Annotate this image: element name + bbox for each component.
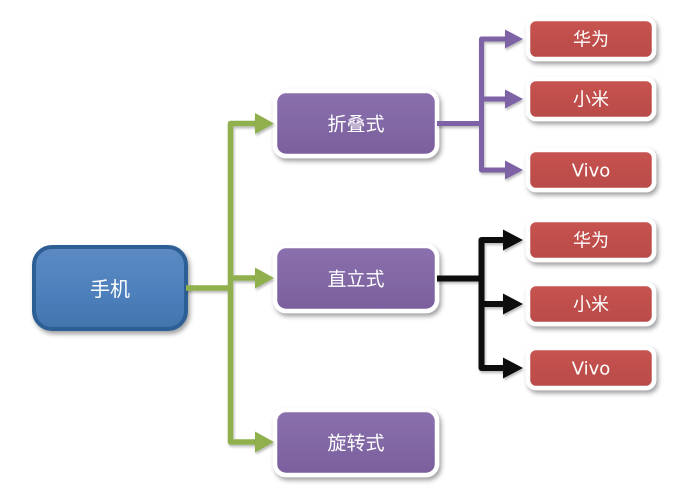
node-foldable-vivo-box <box>525 147 657 193</box>
green-arrowhead-to-foldable <box>255 113 274 134</box>
node-upright-xiaomi-box <box>525 281 657 327</box>
node-rotary-label: 旋转式 <box>327 433 384 455</box>
node-phone-label: 手机 <box>90 277 130 301</box>
connector-root-to-branches <box>186 120 257 445</box>
node-foldable-huawei-box <box>525 16 657 62</box>
node-upright-huawei-label: 华为 <box>573 231 609 252</box>
black-arrowhead-to-xiaomi <box>503 293 523 315</box>
green-arrowhead-to-rotary <box>255 431 274 453</box>
branch-boxes-group <box>272 88 440 478</box>
purple-arrowhead-to-xiaomi <box>505 89 523 109</box>
connector-foldable-to-leaves <box>437 36 507 173</box>
node-upright-vivo-box <box>525 345 657 391</box>
green-arrowheads-group <box>255 113 274 453</box>
node-upright-vivo-label: Vivo <box>572 359 611 380</box>
node-foldable-vivo-label: Vivo <box>572 161 611 182</box>
purple-arrowheads-group <box>505 29 523 180</box>
node-foldable-label: 折叠式 <box>327 114 384 136</box>
leaf-boxes-group <box>525 16 657 391</box>
node-upright-label: 直立式 <box>327 269 384 291</box>
connector-upright-to-leaves <box>437 237 505 371</box>
connector-root-trunk <box>227 120 257 445</box>
green-arrowhead-to-upright <box>255 267 274 289</box>
black-arrowhead-to-vivo <box>503 357 523 379</box>
node-rotary-box <box>272 407 440 478</box>
purple-arrowhead-to-vivo <box>505 160 523 180</box>
black-arrowhead-to-huawei <box>503 229 523 251</box>
purple-arrowhead-to-huawei <box>505 29 523 49</box>
node-foldable-huawei-label: 华为 <box>573 30 609 51</box>
node-upright-huawei-box <box>525 217 657 263</box>
node-upright-xiaomi-label: 小米 <box>573 295 609 316</box>
black-arrowheads-group <box>503 229 523 379</box>
node-foldable-xiaomi-box <box>525 76 657 122</box>
connector-foldable-trunk <box>479 36 507 173</box>
node-foldable-xiaomi-label: 小米 <box>573 90 609 111</box>
